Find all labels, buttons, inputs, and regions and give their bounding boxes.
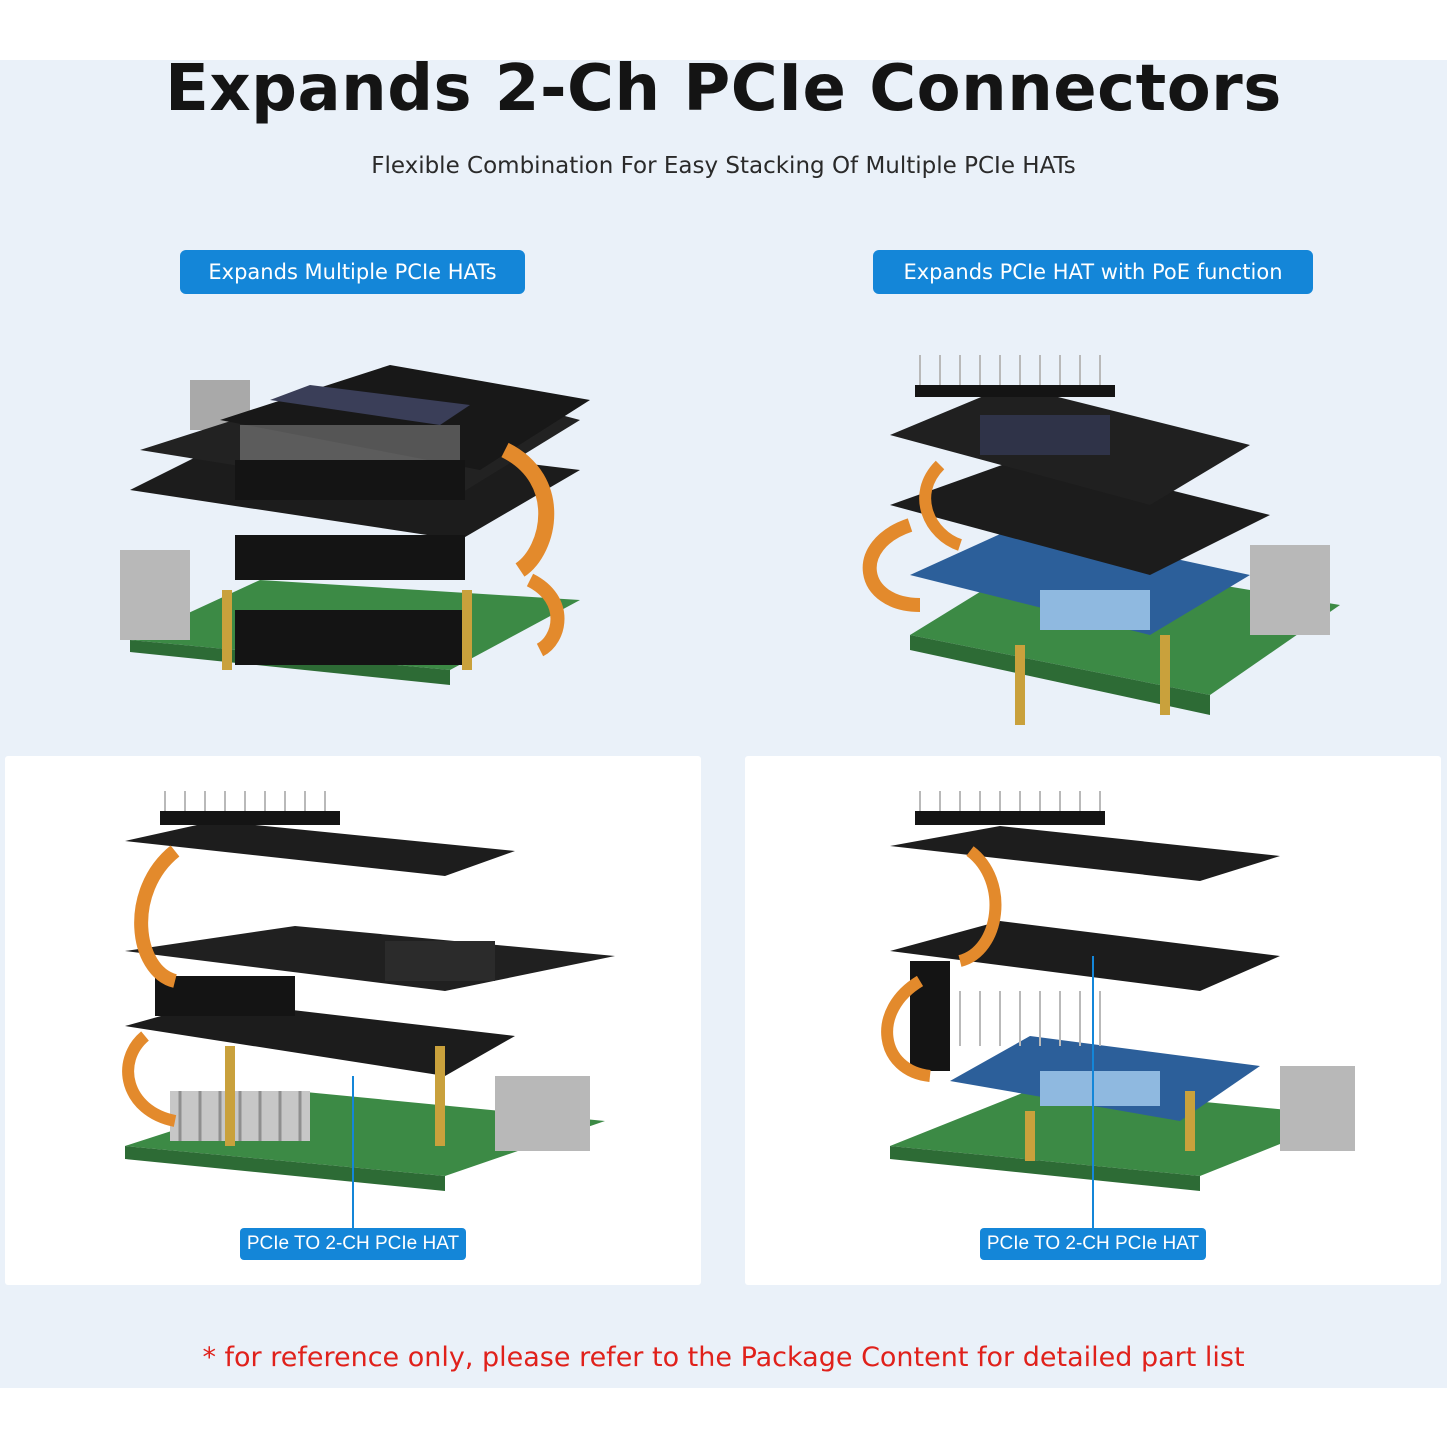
page-subtitle: Flexible Combination For Easy Stacking O…	[371, 153, 1076, 179]
poe-stack-photo	[862, 355, 1340, 725]
exploded-stack-right-photo	[881, 791, 1355, 1191]
stacked-pcie-hats-photo	[120, 365, 590, 685]
exploded-view-card-left: PCIe TO 2-CH PCIe HAT	[5, 756, 701, 1285]
exploded-view-card-right: PCIe TO 2-CH PCIe HAT	[745, 756, 1441, 1285]
feature-badge-poe: Expands PCIe HAT with PoE function	[873, 250, 1313, 294]
callout-label-pcie-hat: PCIe TO 2-CH PCIe HAT	[980, 1228, 1206, 1260]
exploded-stack-left-photo	[122, 791, 615, 1191]
page-title: Expands 2-Ch PCIe Connectors	[165, 52, 1282, 126]
feature-badge-multiple-hats: Expands Multiple PCIe HATs	[180, 250, 525, 294]
reference-footnote: * for reference only, please refer to th…	[202, 1342, 1245, 1373]
callout-label-pcie-hat: PCIe TO 2-CH PCIe HAT	[240, 1228, 466, 1260]
callout-leader-line	[352, 1076, 354, 1228]
callout-leader-line	[1092, 956, 1094, 1228]
